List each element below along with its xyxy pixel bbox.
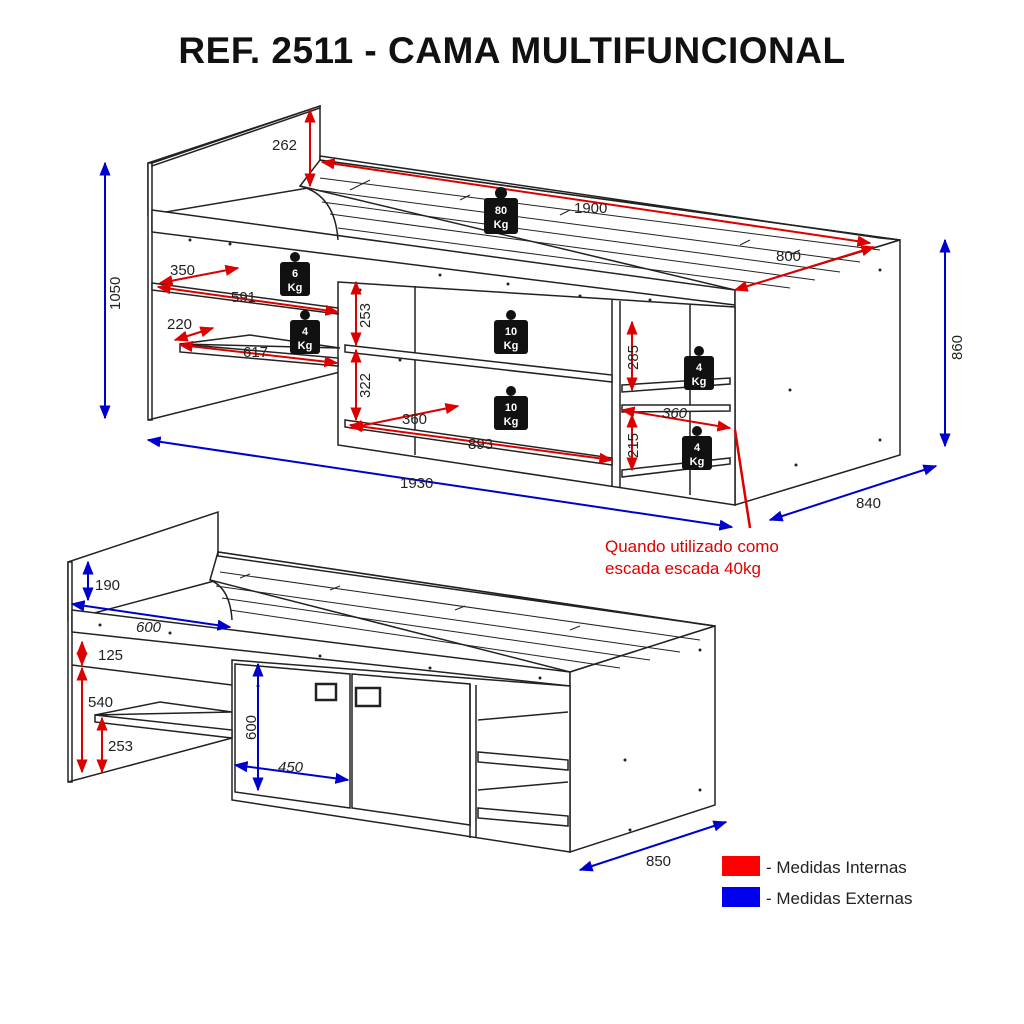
svg-text:80: 80 [495,205,507,217]
label-360a: 360 [402,411,427,428]
label-591: 591 [231,289,256,306]
label-800: 800 [776,248,801,265]
svg-text:Kg: Kg [504,416,519,428]
dim-line-350 [158,264,240,287]
label-540: 540 [88,694,113,711]
bottom-dimension-labels: 190 600 125 540 253 600 450 850 [88,577,671,870]
label-285: 285 [625,345,642,370]
legend-swatch-external [722,887,760,907]
weight-badge-4kg-side-top: 4 Kg [684,346,714,390]
dim-line-450 [233,761,350,784]
dim-line-1900 [320,158,872,247]
legend: - Medidas Internas - Medidas Externas [722,856,912,908]
note-pointer [733,429,752,529]
dim-line-600w [70,600,232,631]
label-860: 860 [949,335,966,360]
top-dimension-labels: 262 1900 800 1050 1930 840 860 350 591 2… [107,137,966,512]
label-840: 840 [856,495,881,512]
label-262: 262 [272,137,297,154]
dim-line-591 [156,283,340,316]
label-322: 322 [357,373,374,398]
label-600w: 600 [136,619,162,636]
svg-text:Kg: Kg [298,340,313,352]
label-360b: 360 [662,405,688,422]
svg-text:Kg: Kg [692,376,707,388]
dim-line-893 [348,421,614,464]
svg-text:Kg: Kg [494,219,509,231]
dim-line-360b [620,406,732,432]
svg-text:Kg: Kg [504,340,519,352]
top-bed-structure [147,104,901,507]
label-350: 350 [170,262,195,279]
label-617: 617 [243,344,268,361]
label-1930: 1930 [400,475,433,492]
ladder-note-line2: escada escada 40kg [605,559,761,578]
dim-line-850 [578,820,728,872]
label-1900: 1900 [574,200,607,217]
label-1050: 1050 [107,277,124,310]
weight-badges: 80 Kg 6 Kg 4 Kg 10 Kg 10 Kg [280,187,714,470]
label-253: 253 [357,303,374,328]
bottom-bed-structure [67,510,716,854]
svg-text:4: 4 [696,362,703,374]
label-850: 850 [646,853,671,870]
label-253b: 253 [108,738,133,755]
label-450: 450 [278,759,304,776]
dim-line-800 [733,245,876,292]
dim-line-1930 [146,436,734,531]
legend-internal-label: - Medidas Internas [766,858,907,877]
svg-text:Kg: Kg [288,282,303,294]
weight-badge-6kg: 6 Kg [280,252,310,296]
label-220: 220 [167,316,192,333]
label-125: 125 [98,647,123,664]
svg-text:6: 6 [292,268,298,280]
top-dimension-lines [99,108,951,531]
ladder-note-line1: Quando utilizado como [605,537,779,556]
label-893: 893 [468,436,493,453]
dim-line-840 [768,464,938,522]
svg-text:10: 10 [505,326,517,338]
svg-text:10: 10 [505,402,517,414]
legend-external-label: - Medidas Externas [766,889,912,908]
weight-badge-80kg: 80 Kg [484,187,518,234]
svg-text:4: 4 [694,442,701,454]
dim-line-220 [173,326,215,342]
svg-text:Kg: Kg [690,456,705,468]
weight-badge-4kg-side-bottom: 4 Kg [682,426,712,470]
weight-badge-4kg-shelf: 4 Kg [290,310,320,354]
label-600h: 600 [243,715,260,740]
weight-badge-10kg-top: 10 Kg [494,310,528,354]
label-215: 215 [625,433,642,458]
dim-line-617 [178,340,339,368]
svg-text:4: 4 [302,326,309,338]
bottom-dimension-lines [70,560,728,872]
weight-badge-10kg-bottom: 10 Kg [494,386,528,430]
label-190: 190 [95,577,120,594]
diagram-title: REF. 2511 - CAMA MULTIFUNCIONAL [178,30,846,71]
legend-swatch-internal [722,856,760,876]
